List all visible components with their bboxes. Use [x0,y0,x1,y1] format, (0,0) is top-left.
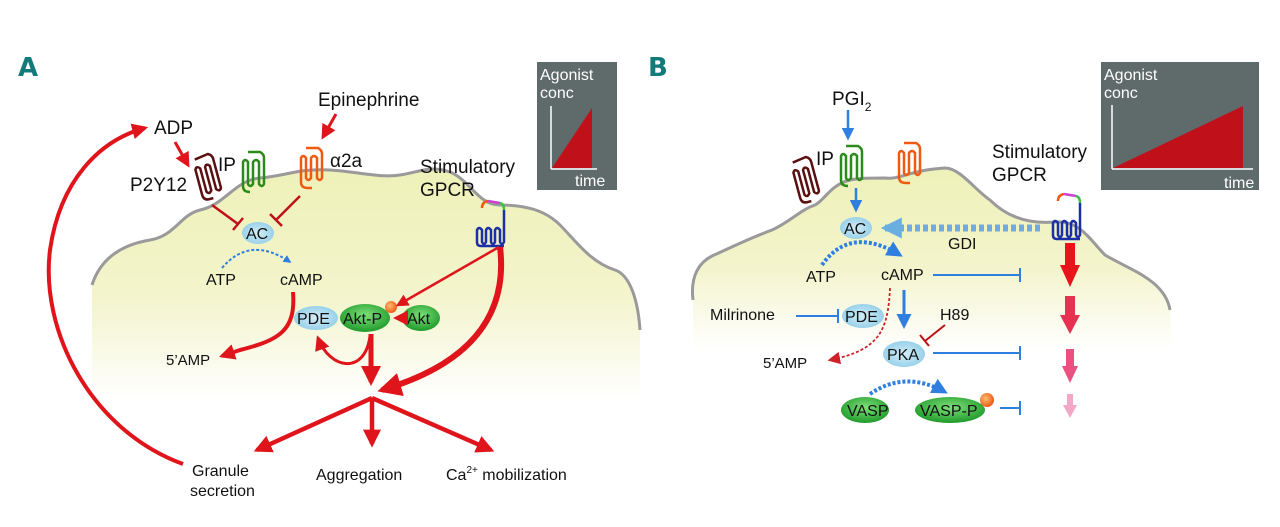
h89-inhibits-pka [924,324,946,342]
inset-a-ylabel-2: conc [540,85,574,102]
panel-b: B Agonist conc time PGI2 IP [648,53,1259,423]
vasp-p-node [915,397,985,423]
pde-label-a: PDE [297,311,330,328]
ca-prefix: Ca [446,467,467,484]
inset-a-ylabel-1: Agonist [540,67,594,84]
ip-receptor-icon [241,150,266,194]
a2a-inhibits-ac [275,195,301,221]
pgi2-sub: 2 [865,100,872,114]
camp-to-5amp-arrow [218,291,296,360]
p2y12-receptor-icon [194,152,223,201]
panel-b-letter: B [648,53,668,83]
milrinone-label: Milrinone [710,307,775,324]
granule-label-1: Granule [192,463,249,480]
inset-a-xlabel: time [575,173,605,190]
pde-node-a [294,306,338,330]
to-ca-arrow [371,395,495,453]
stimulatory-label-b-2: GPCR [992,165,1047,186]
h89-label: H89 [940,307,969,324]
atp-to-camp-arrow-b [820,240,903,267]
p2y12-inhibits-ac [211,203,239,226]
panel-a-letter: A [18,53,38,83]
gdi-label: GDI [948,236,976,253]
akt-p-label: Akt-P [343,311,382,328]
ac-node-b [840,217,872,239]
inset-b-profile [1113,106,1243,168]
epinephrine-label: Epinephrine [318,90,419,111]
atp-label-a: ATP [206,272,236,289]
ca-mobilization-label: Ca2+ mobilization [446,465,567,484]
akt-p-node [340,304,390,332]
ip-label-b: IP [816,149,834,170]
camp-label-a: cAMP [280,272,323,289]
to-granule-arrow [253,395,373,453]
a2a-label: α2a [330,151,363,172]
signal-arrow-1 [1060,243,1080,287]
granule-to-adp-feedback-arrow [46,123,184,466]
panel-a: A Agonist conc time ADP Epinephrine P2Y1… [18,53,642,500]
atp-label-b: ATP [806,269,836,286]
p2y12-inhibit-bar [232,217,244,231]
inset-b-ylabel-1: Agonist [1104,67,1158,84]
5amp-label-a: 5’AMP [166,352,210,369]
h89-inhibit-bar [919,334,930,347]
gpcr-to-convergence-arrow [377,246,505,397]
inset-a-profile [552,108,592,168]
5amp-label-b: 5’AMP [763,355,807,372]
stimulatory-label-b-1: Stimulatory [992,142,1088,163]
ac-node-a [242,222,274,244]
ca-superscript: 2+ [466,465,478,476]
membrane-a [90,167,642,331]
signal-attenuation-arrows [1060,243,1080,418]
vasp-node [841,397,889,423]
camp-to-5amp-arrow-b [827,287,891,365]
stimulatory-gpcr-icon-a [475,199,506,248]
vasp-p-label: VASP-P [920,403,978,420]
inset-graph-a: Agonist conc time [537,62,617,190]
pka-label: PKA [887,347,919,364]
stimulatory-label-a-2: GPCR [420,180,475,201]
vasp-label: VASP [847,403,889,420]
stimulatory-label-a-1: Stimulatory [420,157,516,178]
p2y12-label: P2Y12 [130,175,187,196]
phosphate-icon-a [385,301,397,313]
signal-arrow-3 [1062,349,1078,383]
granule-label-2: secretion [190,483,255,500]
pgi2-main: PGI [832,89,865,110]
a2a-receptor-icon [299,146,324,190]
inset-b-xlabel: time [1224,175,1254,192]
ip-label-a: IP [218,155,236,176]
signal-arrow-4 [1063,394,1077,418]
ac-label-a: AC [246,226,268,243]
p2y12-receptor-icon-b [792,155,821,204]
ip-receptor-icon-b [839,144,864,188]
camp-label-b: cAMP [881,267,924,284]
pde-label-b: PDE [845,309,878,326]
inset-graph-b: Agonist conc time [1101,62,1259,192]
akt-label: Akt [407,311,431,328]
ac-label-b: AC [844,221,866,238]
signal-arrow-2 [1060,296,1080,334]
a2a-inhibit-bar [269,213,283,227]
stimulatory-gpcr-icon-b [1051,192,1082,241]
gpcr-to-aktp-arrow [395,245,500,307]
atp-to-camp-arrow-a [221,249,292,269]
ca-suffix: mobilization [478,467,567,484]
aggregation-label: Aggregation [316,467,402,484]
vasp-phosphorylation-arrow [868,378,948,396]
akt-node [402,305,440,331]
a2a-receptor-icon-b [897,141,922,185]
inset-b-ylabel-2: conc [1104,85,1138,102]
cell-body-b [692,168,1172,350]
adp-to-p2y12-arrow [173,141,190,168]
phosphate-icon-b [980,393,994,407]
aktp-to-pde-arrow [315,335,372,366]
epi-to-a2a-arrow [321,113,338,140]
pka-node [883,341,925,367]
adp-label: ADP [154,118,193,139]
pgi2-label: PGI2 [832,89,872,114]
pde-node-b [842,304,884,328]
membrane-b [690,166,1172,311]
